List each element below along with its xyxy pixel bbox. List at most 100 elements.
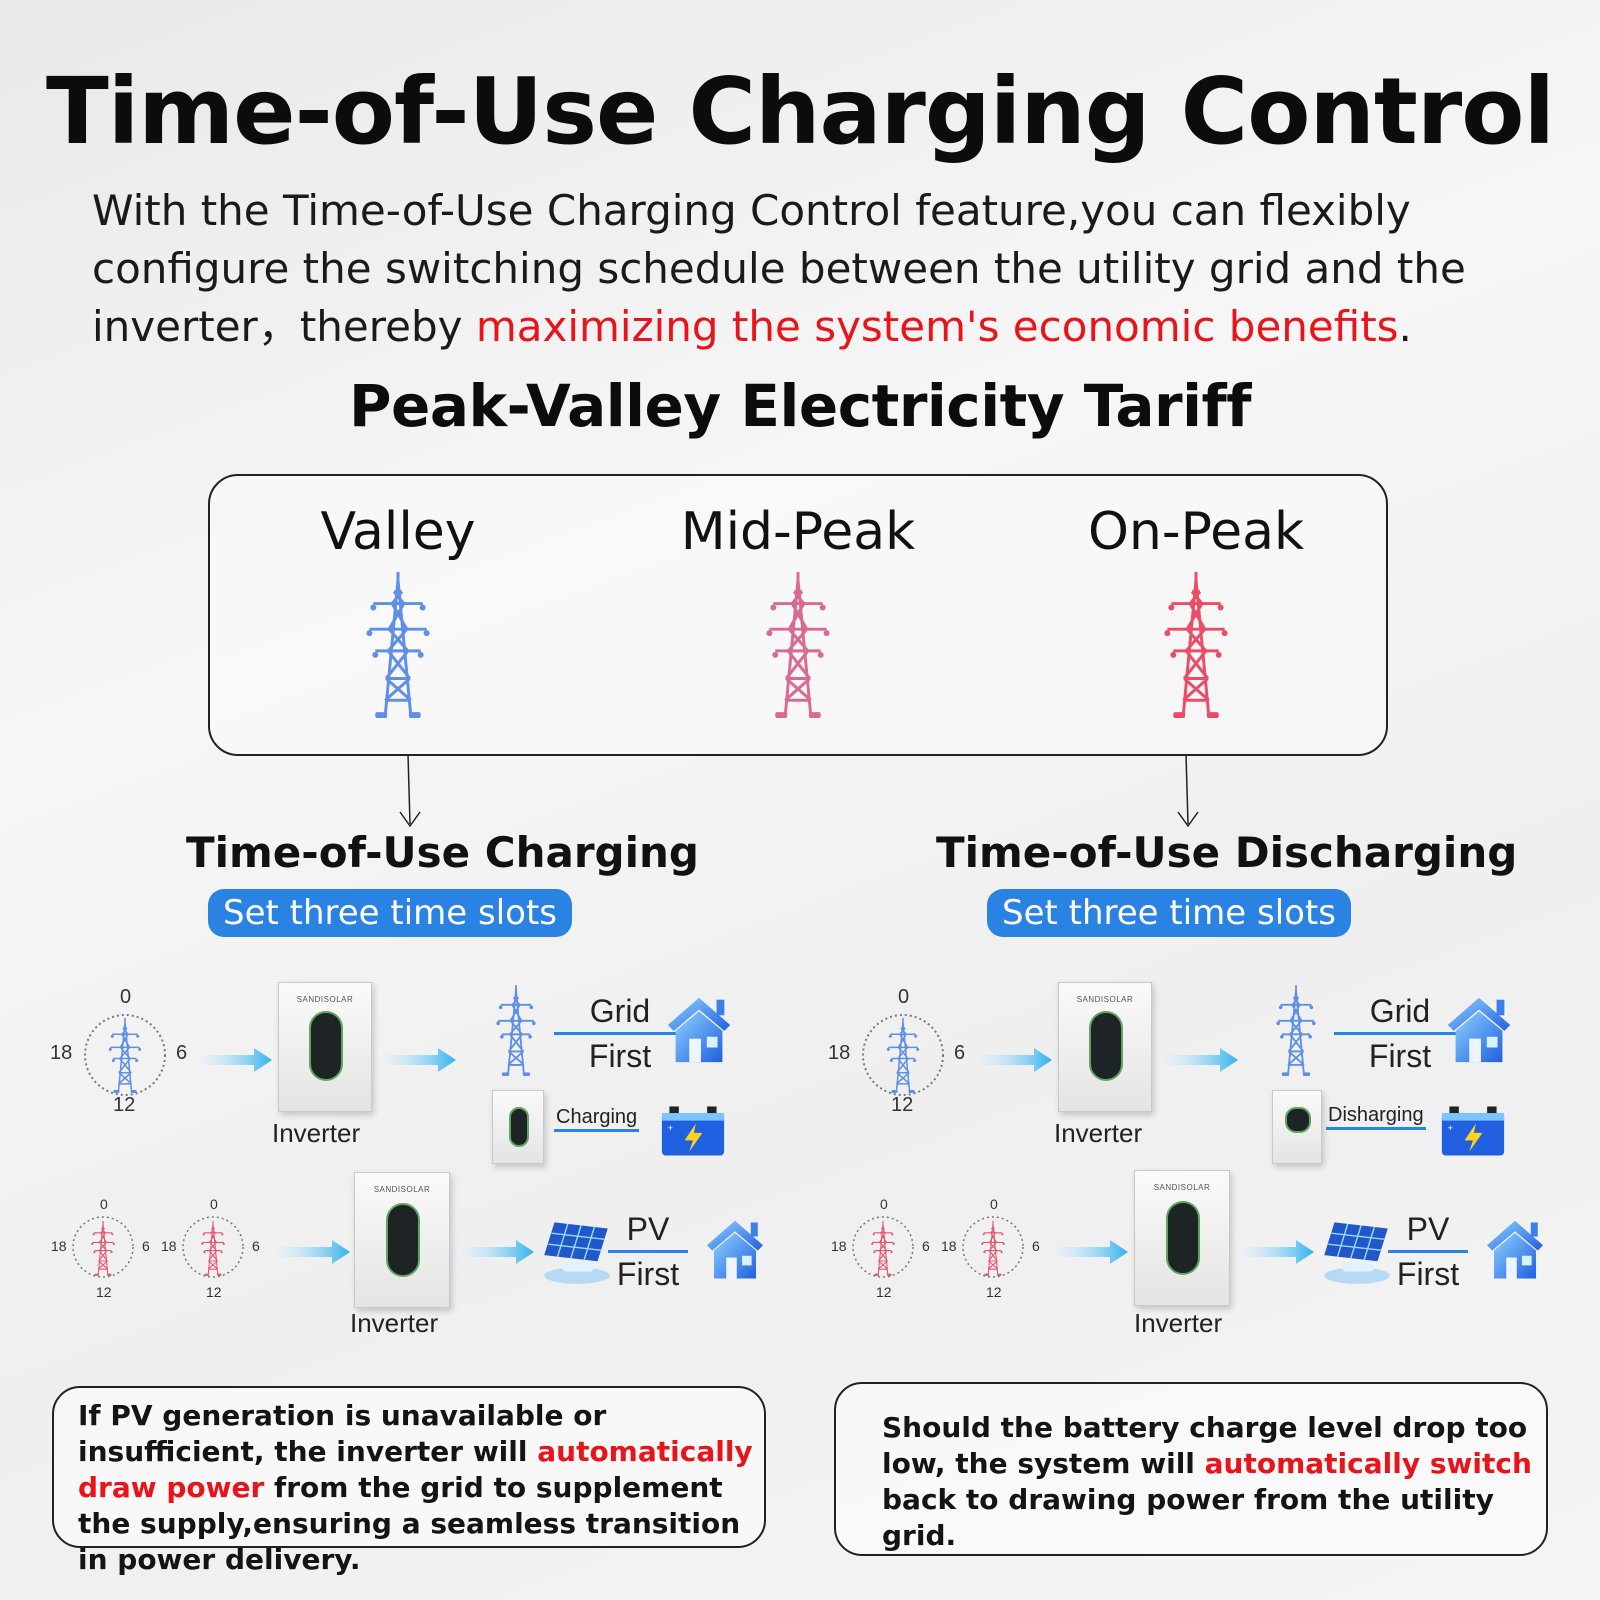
grid-label: Grid bbox=[1334, 990, 1466, 1035]
clock-6: 6 bbox=[142, 1238, 150, 1254]
first-label: First bbox=[588, 1038, 652, 1074]
grid-tower-icon bbox=[1274, 984, 1318, 1076]
charging-pv-first: PV First bbox=[608, 1208, 688, 1295]
flow-arrow-icon bbox=[1242, 1240, 1314, 1264]
inverter-screen bbox=[1089, 1011, 1123, 1081]
tariff-box: Valley Mid-Peak On-Peak bbox=[208, 474, 1388, 756]
inverter-brand: SANDISOLAR bbox=[1076, 995, 1134, 1004]
clock-18: 18 bbox=[828, 1042, 851, 1064]
solar-panel-icon bbox=[1316, 1214, 1398, 1286]
clock-dial-icon bbox=[862, 1014, 944, 1096]
inverter-screen bbox=[386, 1203, 420, 1277]
clock-dial-icon bbox=[852, 1216, 914, 1278]
pv-label: PV bbox=[1388, 1208, 1468, 1253]
clock-6: 6 bbox=[954, 1042, 966, 1064]
clock-12: 12 bbox=[96, 1284, 112, 1300]
note-highlight: automatically draw power bbox=[78, 1435, 753, 1504]
discharging-battery-label: Disharging bbox=[1326, 1104, 1426, 1130]
inverter-screen bbox=[309, 1011, 343, 1081]
flow-arrow-icon bbox=[462, 1240, 534, 1264]
discharging-inverter-label-1: Inverter bbox=[1054, 1118, 1143, 1148]
discharging-clock-1: 0 6 12 18 bbox=[828, 986, 978, 1122]
tariff-label-valley: Valley bbox=[320, 502, 476, 562]
clock-12: 12 bbox=[986, 1284, 1002, 1300]
discharging-clock-3: 0 6 12 18 bbox=[938, 1196, 1048, 1300]
charging-grid-first: Grid First bbox=[554, 990, 686, 1077]
discharging-pill: Set three time slots bbox=[987, 889, 1351, 937]
charging-clock-1: 0 6 12 18 bbox=[50, 986, 200, 1122]
clock-12: 12 bbox=[876, 1284, 892, 1300]
clock-6: 6 bbox=[922, 1238, 930, 1254]
tariff-label-mid-peak: Mid-Peak bbox=[680, 502, 916, 562]
flow-arrow-icon bbox=[1166, 1048, 1238, 1072]
tariff-valley: Valley bbox=[228, 502, 568, 718]
clock-0: 0 bbox=[100, 1196, 108, 1212]
clock-6: 6 bbox=[176, 1042, 188, 1064]
house-icon bbox=[1480, 1212, 1550, 1282]
grid-label: Grid bbox=[554, 990, 686, 1035]
house-icon bbox=[700, 1212, 770, 1282]
discharging-small-inverter bbox=[1272, 1090, 1322, 1164]
note-text-a: If PV generation is unavailable or insuf… bbox=[78, 1399, 607, 1468]
discharging-inverter-2: SANDISOLAR bbox=[1134, 1170, 1230, 1306]
charging-inverter-2: SANDISOLAR bbox=[354, 1172, 450, 1308]
charging-inverter-1: SANDISOLAR bbox=[278, 982, 372, 1112]
discharging-note-text: Should the battery charge level drop too… bbox=[882, 1410, 1538, 1554]
clock-6: 6 bbox=[1032, 1238, 1040, 1254]
clock-0: 0 bbox=[898, 986, 910, 1008]
clock-18: 18 bbox=[50, 1042, 73, 1064]
clock-12: 12 bbox=[113, 1094, 136, 1116]
intro-highlight: maximizing the system's economic benefit… bbox=[475, 302, 1399, 351]
flow-arrow-icon bbox=[384, 1048, 456, 1072]
clock-12: 12 bbox=[206, 1284, 222, 1300]
arrow-to-discharging bbox=[1177, 753, 1199, 828]
charging-note-box: If PV generation is unavailable or insuf… bbox=[52, 1386, 766, 1576]
tariff-title: Peak-Valley Electricity Tariff bbox=[349, 372, 1251, 440]
intro-text: With the Time-of-Use Charging Control fe… bbox=[92, 186, 1466, 351]
solar-panel-icon bbox=[536, 1214, 618, 1286]
first-label: First bbox=[616, 1256, 680, 1292]
house-icon bbox=[660, 988, 738, 1066]
clock-dial-icon bbox=[962, 1216, 1024, 1278]
clock-0: 0 bbox=[120, 986, 132, 1008]
first-label: First bbox=[1368, 1038, 1432, 1074]
discharging-inverter-label-2: Inverter bbox=[1134, 1308, 1223, 1338]
intro-end: . bbox=[1398, 302, 1412, 351]
house-icon bbox=[1440, 988, 1518, 1066]
charging-clock-3: 0 6 12 18 bbox=[158, 1196, 268, 1300]
discharging-pv-first: PV First bbox=[1388, 1208, 1468, 1295]
battery-icon bbox=[660, 1104, 726, 1158]
clock-18: 18 bbox=[161, 1238, 177, 1254]
charging-clock-2: 0 6 12 18 bbox=[48, 1196, 158, 1300]
flow-arrow-icon bbox=[278, 1240, 350, 1264]
clock-12: 12 bbox=[891, 1094, 914, 1116]
intro-paragraph: With the Time-of-Use Charging Control fe… bbox=[92, 182, 1522, 356]
clock-dial-icon bbox=[182, 1216, 244, 1278]
clock-6: 6 bbox=[252, 1238, 260, 1254]
pv-label: PV bbox=[608, 1208, 688, 1253]
clock-0: 0 bbox=[210, 1196, 218, 1212]
note-text-b: back to drawing power from the utility g… bbox=[882, 1483, 1494, 1552]
arrow-to-charging bbox=[399, 753, 421, 828]
inverter-brand: SANDISOLAR bbox=[296, 995, 354, 1004]
clock-0: 0 bbox=[880, 1196, 888, 1212]
discharging-note-box: Should the battery charge level drop too… bbox=[834, 1382, 1548, 1556]
first-label: First bbox=[1396, 1256, 1460, 1292]
tariff-on-peak: On-Peak bbox=[1026, 502, 1366, 718]
clock-18: 18 bbox=[941, 1238, 957, 1254]
discharging-clock-2: 0 6 12 18 bbox=[828, 1196, 938, 1300]
inverter-brand: SANDISOLAR bbox=[1153, 1183, 1211, 1192]
discharging-grid-first: Grid First bbox=[1334, 990, 1466, 1077]
clock-dial-icon bbox=[72, 1216, 134, 1278]
clock-18: 18 bbox=[51, 1238, 67, 1254]
charging-battery-label: Charging bbox=[554, 1106, 640, 1132]
inverter-screen bbox=[1285, 1107, 1311, 1133]
battery-icon bbox=[1440, 1104, 1506, 1158]
tariff-label-on-peak: On-Peak bbox=[1087, 502, 1305, 562]
discharging-inverter-1: SANDISOLAR bbox=[1058, 982, 1152, 1112]
charging-inverter-label-2: Inverter bbox=[350, 1308, 439, 1338]
grid-tower-icon bbox=[494, 984, 538, 1076]
tariff-mid-peak: Mid-Peak bbox=[628, 502, 968, 718]
flow-arrow-icon bbox=[1056, 1240, 1128, 1264]
page-title: Time-of-Use Charging Control bbox=[46, 58, 1555, 165]
